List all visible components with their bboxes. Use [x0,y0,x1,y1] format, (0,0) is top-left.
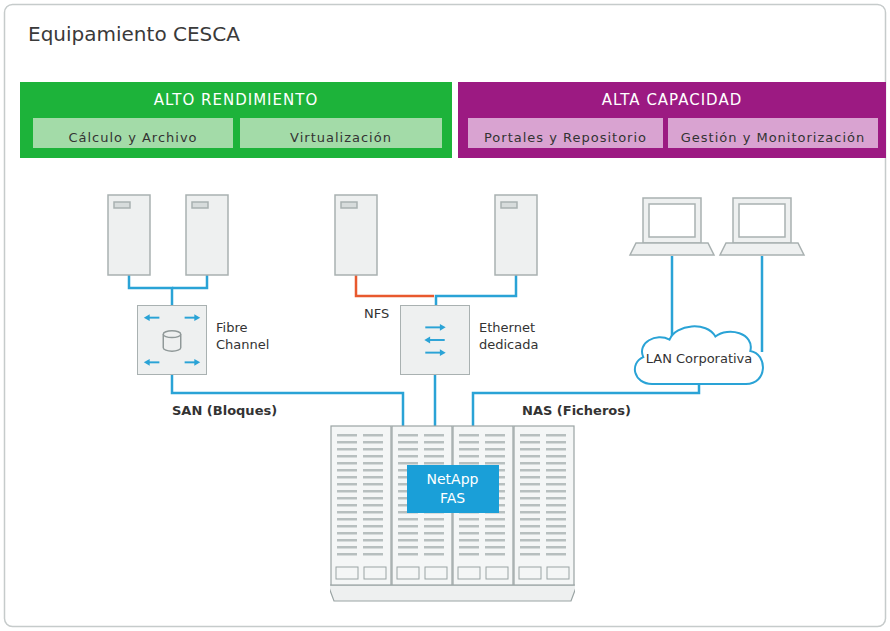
connector [172,375,403,427]
node-text: ALTA CAPACIDAD [458,82,886,109]
link-label: NAS (Ficheros) [520,403,633,418]
wire [761,256,764,352]
node-text: NetApp FAS [407,465,499,513]
switch-box: Ethernet dedicada [400,305,470,375]
node-text: ALTO RENDIMIENTO [20,82,452,109]
connector [473,383,699,427]
service-box: Cálculo y Archivo [33,118,233,148]
service-box: Virtualización [240,118,442,148]
node-text: Virtualización [290,121,392,145]
node-text: Cálculo y Archivo [68,121,197,145]
server-icon [335,195,377,275]
service-box: Portales y Repositorio [468,118,663,148]
laptops [630,198,804,255]
node-text: Fibre Channel [216,320,296,354]
laptop-icon [720,198,804,255]
switch-box: Fibre Channel [137,305,207,375]
wire [436,275,516,306]
laptop-icon [630,198,714,255]
node-text: Portales y Repositorio [484,121,647,145]
link-label: NFS [362,306,391,321]
node-text: Gestión y Monitorización [681,121,865,145]
server-icon [495,195,537,275]
diagram-title: Equipamiento CESCA [28,22,240,46]
storage-system: NetApp FAS [330,425,575,603]
servers [108,195,537,275]
storage-rack [330,425,575,603]
server-icon [108,195,150,275]
node-text: Ethernet dedicada [479,320,559,354]
network-cloud: LAN Corporativa [628,320,770,386]
service-box: Gestión y Monitorización [668,118,878,148]
switch-icon [138,306,206,374]
link-label: SAN (Bloques) [170,403,279,418]
connector [434,375,437,427]
wire [172,275,207,288]
node-text: LAN Corporativa [646,351,753,366]
server-icon [186,195,228,275]
outer-frame [5,5,886,627]
group-band: ALTO RENDIMIENTO Cálculo y Archivo Virtual… [20,82,452,158]
switch-icon [401,306,469,374]
nfs-wire [356,275,434,296]
group-band: ALTA CAPACIDAD Portales y Repositorio Gest… [458,82,886,158]
wire [129,275,172,306]
